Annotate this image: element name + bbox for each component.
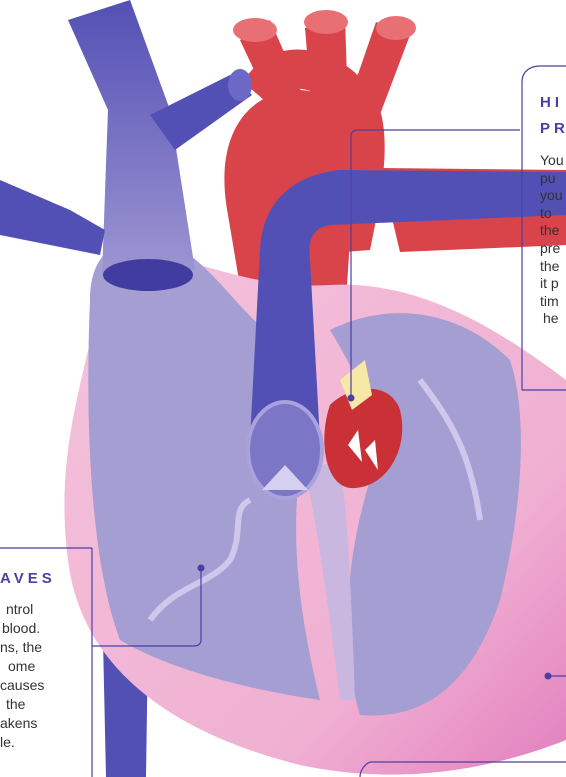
- superior-vena-cava-branch-opening: [228, 69, 252, 101]
- callout-pressure-text-line: pu: [540, 170, 564, 188]
- callout-valves-text-line: le.: [0, 733, 44, 752]
- callout-pressure-text-line: you: [540, 187, 564, 205]
- callout-dot: [348, 395, 355, 402]
- callout-pressure-text-line: You: [540, 152, 564, 170]
- callout-pressure-title-line: HI: [540, 90, 566, 116]
- callout-valves-text-line: the: [0, 695, 44, 714]
- aorta-branch-opening: [233, 18, 277, 42]
- vein-right-branch: [0, 180, 105, 255]
- callout-pressure-title-line: PR: [540, 116, 566, 142]
- callout-pressure-text-line: he: [540, 310, 564, 328]
- callout-pressure-text: You pu you to the pre the it p tim he: [540, 152, 564, 328]
- callout-valves-text-line: ns, the: [0, 638, 44, 657]
- superior-vena-cava-opening: [103, 259, 193, 291]
- callout-valves-title: AVES: [0, 566, 56, 592]
- callout-pressure-text-line: the: [540, 222, 564, 240]
- callout-valves-text: ntrol blood. ns, the ome causes the aken…: [0, 600, 44, 752]
- callout-pressure-text-line: tim: [540, 293, 564, 311]
- callout-pressure-text-line: pre: [540, 240, 564, 258]
- callout-valves-text-line: ntrol: [0, 600, 44, 619]
- callout-dot: [545, 673, 552, 680]
- callout-valves-text-line: ome: [0, 657, 44, 676]
- callout-pressure-text-line: the: [540, 258, 564, 276]
- callout-valves-text-line: blood.: [0, 619, 44, 638]
- aorta-branch-opening: [376, 16, 416, 40]
- callout-valves-text-line: akens: [0, 714, 44, 733]
- callout-valves-text-line: causes: [0, 676, 44, 695]
- aorta-branch-opening: [304, 10, 348, 34]
- callout-pressure-text-line: to: [540, 205, 564, 223]
- callout-pressure-title: HI PR: [540, 90, 566, 142]
- callout-pressure-text-line: it p: [540, 275, 564, 293]
- callout-dot: [198, 565, 205, 572]
